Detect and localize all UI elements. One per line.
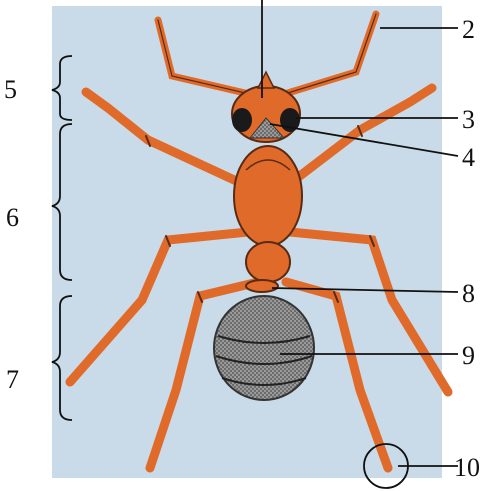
label-10: 10 (454, 453, 480, 482)
eye-left (232, 108, 252, 132)
label-6: 6 (6, 203, 19, 232)
label-3: 3 (462, 105, 475, 134)
label-5: 5 (4, 75, 17, 104)
label-9: 9 (462, 341, 475, 370)
background-panel (52, 6, 442, 478)
thorax (234, 146, 302, 246)
label-7: 7 (6, 365, 19, 394)
label-2: 2 (462, 15, 475, 44)
abdomen (214, 296, 314, 400)
label-8: 8 (462, 279, 475, 308)
label-4: 4 (462, 143, 475, 172)
